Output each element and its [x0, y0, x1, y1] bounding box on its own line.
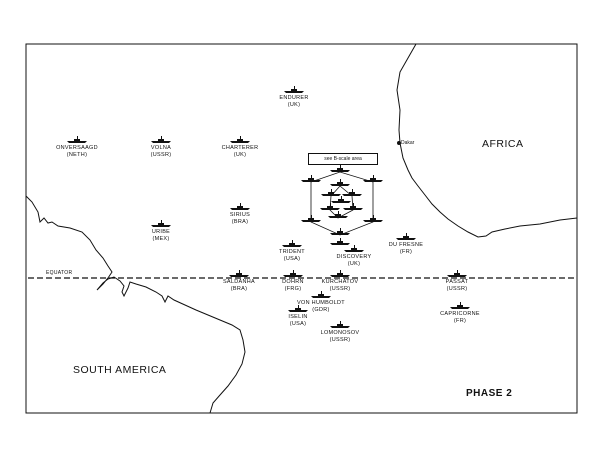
ship-icon — [283, 270, 303, 277]
ship-icon — [396, 233, 416, 240]
ship-name: DU FRESNE — [388, 242, 424, 248]
ship-country: (GDR) — [312, 307, 330, 313]
dakar-marker — [397, 141, 401, 145]
ship-name: VON HUMBOLDT — [297, 300, 345, 306]
formation-ship-icon — [301, 215, 321, 222]
ship-country: (BRA) — [231, 219, 249, 225]
ship-label: DISCOVERY(UK) — [337, 254, 372, 268]
ship-icon — [151, 220, 171, 227]
formation-ship-icon — [330, 179, 350, 186]
ship-label: SALDANHA(BRA) — [223, 279, 255, 293]
ship-icon — [230, 136, 250, 143]
formation-ship-icon — [301, 175, 321, 182]
ship-name: ONVERSAAGD — [56, 145, 98, 151]
africa-coastline — [396, 43, 578, 238]
formation-lines — [310, 171, 374, 236]
formation-ship-icon — [320, 203, 340, 210]
region-label-africa: AFRICA — [482, 138, 524, 150]
formation-ship-icon — [331, 196, 351, 203]
ship-country: (USSR) — [329, 337, 351, 343]
ship-icon — [67, 136, 87, 143]
formation-ship-icon — [363, 175, 383, 182]
ship-country: (FR) — [453, 318, 467, 324]
equator-label: EQUATOR — [46, 270, 73, 276]
ship-name: DISCOVERY — [336, 254, 372, 260]
ship-label: ISELIN(USA) — [288, 314, 307, 328]
formation-ship-icon — [330, 238, 350, 245]
ship-label: DU FRESNE(FR) — [389, 242, 423, 256]
ship-country: (BRA) — [230, 286, 248, 292]
ship-name: SIRIUS — [229, 212, 251, 218]
ship-name: URIBE — [151, 229, 171, 235]
ship-country: (FR) — [399, 249, 413, 255]
ship-name: ISELIN — [288, 314, 308, 320]
ship-name: PASSAT — [445, 279, 469, 285]
formation-ship-icon — [321, 189, 341, 196]
ship-name: LOMONOSOV — [320, 330, 360, 336]
ship-icon — [229, 270, 249, 277]
ship-label: ONVERSAAGD(NETH) — [56, 145, 98, 159]
ship-icon — [450, 302, 470, 309]
ship-icon — [282, 240, 302, 247]
ship-label: TRIDENT(USA) — [279, 249, 305, 263]
ship-country: (NETH) — [66, 152, 88, 158]
ship-label: CHARTERER(UK) — [222, 145, 259, 159]
ship-country: (UK) — [233, 152, 247, 158]
formation-ship-icon — [330, 228, 350, 235]
phase-title: PHASE 2 — [466, 388, 513, 399]
ship-icon — [330, 270, 350, 277]
formation-ship-icon — [330, 165, 350, 172]
ship-country: (USSR) — [329, 286, 351, 292]
ship-name: VOLNA — [150, 145, 172, 151]
ship-icon — [330, 321, 350, 328]
ship-country: (USA) — [289, 321, 307, 327]
ship-name: KURCHATOV — [321, 279, 359, 285]
ships-layer — [67, 86, 470, 328]
ship-country: (UK) — [287, 102, 301, 108]
ship-country: (USA) — [283, 256, 301, 262]
ship-label: LOMONOSOV(USSR) — [321, 330, 360, 344]
ship-country: (FRG) — [284, 286, 302, 292]
ship-name: CHARTERER — [221, 145, 259, 151]
ship-name: DOHRN — [282, 279, 304, 285]
ship-country: (USSR) — [446, 286, 468, 292]
ship-country: (MEX) — [152, 236, 170, 242]
ship-icon — [344, 245, 364, 252]
ship-icon — [284, 86, 304, 93]
ship-label: DOHRN(FRG) — [282, 279, 304, 293]
formation-ship-icon — [342, 189, 362, 196]
ship-icon — [230, 203, 250, 210]
south-america-coastline — [25, 195, 246, 414]
ship-label: SIRIUS(BRA) — [230, 212, 250, 226]
ship-label: PASSAT(USSR) — [446, 279, 469, 293]
ship-label: URIBE(MEX) — [152, 229, 170, 243]
ship-label: VOLNA(USSR) — [151, 145, 172, 159]
ship-name: ENDURER — [279, 95, 309, 101]
ship-label: CAPRICORNE(FR) — [440, 311, 480, 325]
formation-ship-icon — [328, 211, 348, 218]
ship-label: KURCHATOV(USSR) — [322, 279, 359, 293]
formation-ship-icon — [343, 203, 363, 210]
ship-icon — [288, 305, 308, 312]
map-frame — [25, 43, 578, 414]
inset-note-box: see B-scale area — [308, 153, 378, 165]
ship-icon — [447, 270, 467, 277]
ship-label: ENDURER(UK) — [279, 95, 308, 109]
ship-name: TRIDENT — [279, 249, 305, 255]
ship-name: SALDANHA — [222, 279, 256, 285]
ship-icon — [311, 291, 331, 298]
ship-country: (UK) — [347, 261, 361, 267]
ship-label: VON HUMBOLDT(GDR) — [297, 300, 345, 314]
ship-country: (USSR) — [150, 152, 172, 158]
ship-icon — [151, 136, 171, 143]
city-label-dakar: Dakar — [401, 140, 415, 146]
region-label-south-america: SOUTH AMERICA — [73, 364, 167, 376]
ship-name: CAPRICORNE — [440, 311, 480, 317]
formation-ship-icon — [363, 215, 383, 222]
